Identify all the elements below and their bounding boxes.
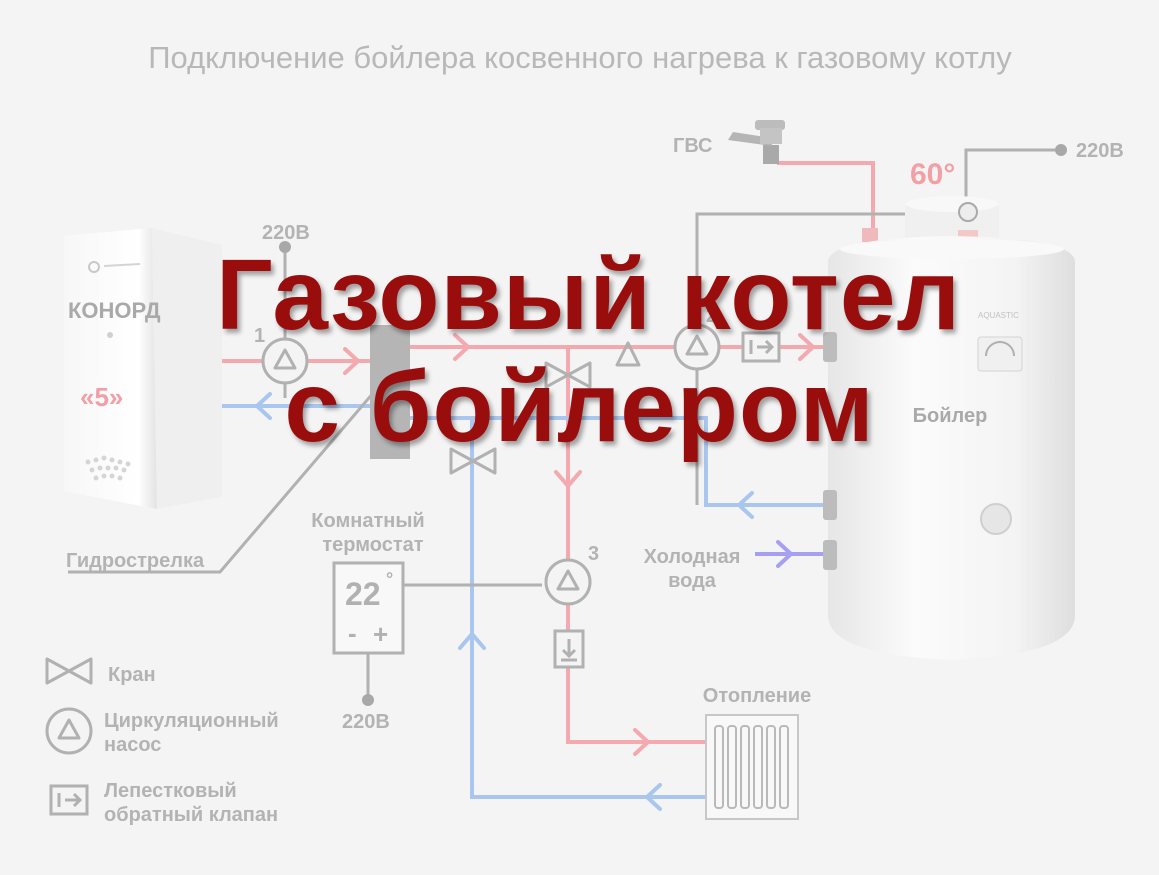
pump-icon [273, 348, 297, 370]
boiler-knob-icon [88, 261, 100, 273]
v220-thermostat-label: 220В [342, 711, 390, 733]
cold-pipes [222, 404, 832, 799]
valve-cold-icon [449, 447, 497, 475]
flow-arrows [255, 333, 815, 811]
radiator-icon [705, 714, 799, 820]
check-valve-boiler-icon [741, 331, 781, 363]
pump-2 [673, 323, 721, 371]
pump-icon [685, 334, 709, 356]
tank-flange-icon [980, 503, 1012, 535]
thermostat-minus-button: - [348, 618, 357, 648]
heating-label: Отопление [703, 685, 811, 707]
legend-pump-icon [45, 707, 93, 755]
valve-hot-icon [544, 361, 592, 389]
boiler-brand: КОНОРД [68, 298, 161, 323]
boiler-tank [823, 196, 1075, 660]
thermostat-label-line1: Комнатный [311, 510, 424, 532]
legend-check-valve-icon [49, 784, 89, 816]
tank-brand: AQUASTIC [978, 311, 1019, 320]
check-valve-heating-icon [553, 629, 585, 669]
gas-boiler [64, 228, 222, 509]
faucet-icon [728, 120, 785, 164]
legend-pump-label-line2: насос [104, 734, 161, 756]
vent-grille-icon [85, 455, 131, 481]
tank-temperature: 60° [910, 158, 955, 191]
legend-valve-label: Кран [108, 664, 156, 686]
pump-3 [544, 558, 592, 606]
v220-tank-label: 220В [1076, 140, 1124, 162]
hydro-separator-label: Гидрострелка [66, 550, 205, 572]
diagram-title: Подключение бойлера косвенного нагрева к… [148, 40, 1012, 75]
thermostat-label-line2: термостат [322, 534, 423, 556]
tank-sensor-icon [958, 202, 978, 222]
hot-water-label: ГВС [673, 135, 712, 157]
pump-1-number: 1 [254, 325, 265, 347]
air-vent-icon [615, 341, 641, 367]
cold-water-label-line2: вода [668, 570, 717, 592]
legend-check-valve-label-line2: обратный клапан [104, 804, 278, 826]
v220-boiler-label: 220В [262, 222, 310, 244]
legend-pump-label-line1: Циркуляционный [104, 710, 279, 732]
thermostat-degree: ° [386, 569, 393, 589]
legend-valve-icon [45, 657, 93, 685]
room-thermostat [332, 561, 405, 655]
pump-1 [261, 337, 309, 385]
boiler-model: «5» [80, 382, 123, 412]
legend: Кран Циркуляционный насос Лепестковый об… [45, 657, 279, 826]
pump-3-number: 3 [588, 543, 599, 565]
cold-water-label-line1: Холодная [644, 546, 741, 568]
hot-pipes [222, 161, 875, 744]
legend-check-valve-label-line1: Лепестковый [104, 780, 237, 802]
thermostat-temp: 22 [345, 576, 381, 612]
thermostat-plus-button: + [373, 619, 388, 649]
pump-icon [556, 569, 580, 591]
hydraulic-separator [370, 325, 410, 459]
tank-gauge-icon [985, 341, 1015, 357]
pump-2-number: 2 [706, 305, 717, 327]
wire-dots [279, 144, 1067, 706]
tank-label: Бойлер [913, 405, 988, 427]
wiring [68, 148, 1061, 700]
